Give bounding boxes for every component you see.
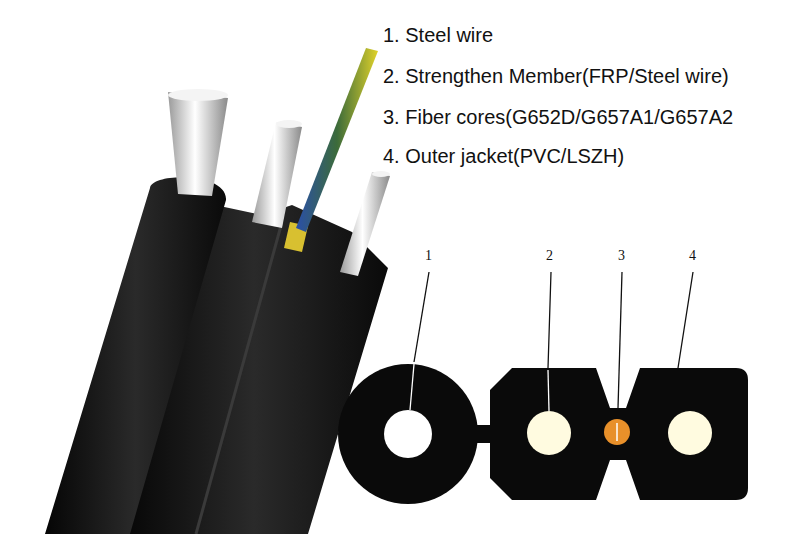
leader-lines bbox=[414, 272, 693, 408]
leader-lines-inner bbox=[410, 364, 549, 411]
frp-end bbox=[372, 171, 390, 177]
frp-section bbox=[527, 411, 571, 455]
cross-section bbox=[338, 364, 748, 504]
cable-groove bbox=[196, 222, 282, 534]
leader-line bbox=[410, 364, 414, 410]
frp-member bbox=[340, 172, 390, 276]
legend-item: 2. Strengthen Member(FRP/Steel wire) bbox=[383, 64, 729, 88]
callout-number: 4 bbox=[689, 248, 696, 264]
callout-number: 2 bbox=[546, 248, 553, 264]
messenger-sheath bbox=[45, 177, 226, 534]
legend-item: 3. Fiber cores(G652D/G657A1/G657A2 bbox=[383, 105, 733, 129]
legend-item: 1. Steel wire bbox=[383, 23, 493, 47]
leader-line bbox=[414, 272, 429, 362]
leader-line bbox=[618, 272, 622, 408]
callout-number: 1 bbox=[425, 248, 432, 264]
callout-number: 3 bbox=[618, 248, 625, 264]
frp-member bbox=[252, 122, 302, 228]
fiber-strand bbox=[616, 423, 618, 441]
steel-wire-section bbox=[384, 410, 432, 458]
messenger-jacket bbox=[338, 364, 478, 504]
leader-line bbox=[678, 272, 693, 368]
leader-line bbox=[548, 370, 549, 411]
fiber-section bbox=[604, 419, 630, 445]
cable-3d bbox=[45, 48, 390, 534]
frp-end bbox=[276, 120, 302, 128]
legend-item: 4. Outer jacket(PVC/LSZH) bbox=[383, 144, 624, 168]
frp-section bbox=[668, 411, 712, 455]
leader-line bbox=[548, 272, 551, 368]
steel-wire bbox=[168, 92, 228, 196]
steel-wire-end bbox=[168, 89, 228, 101]
